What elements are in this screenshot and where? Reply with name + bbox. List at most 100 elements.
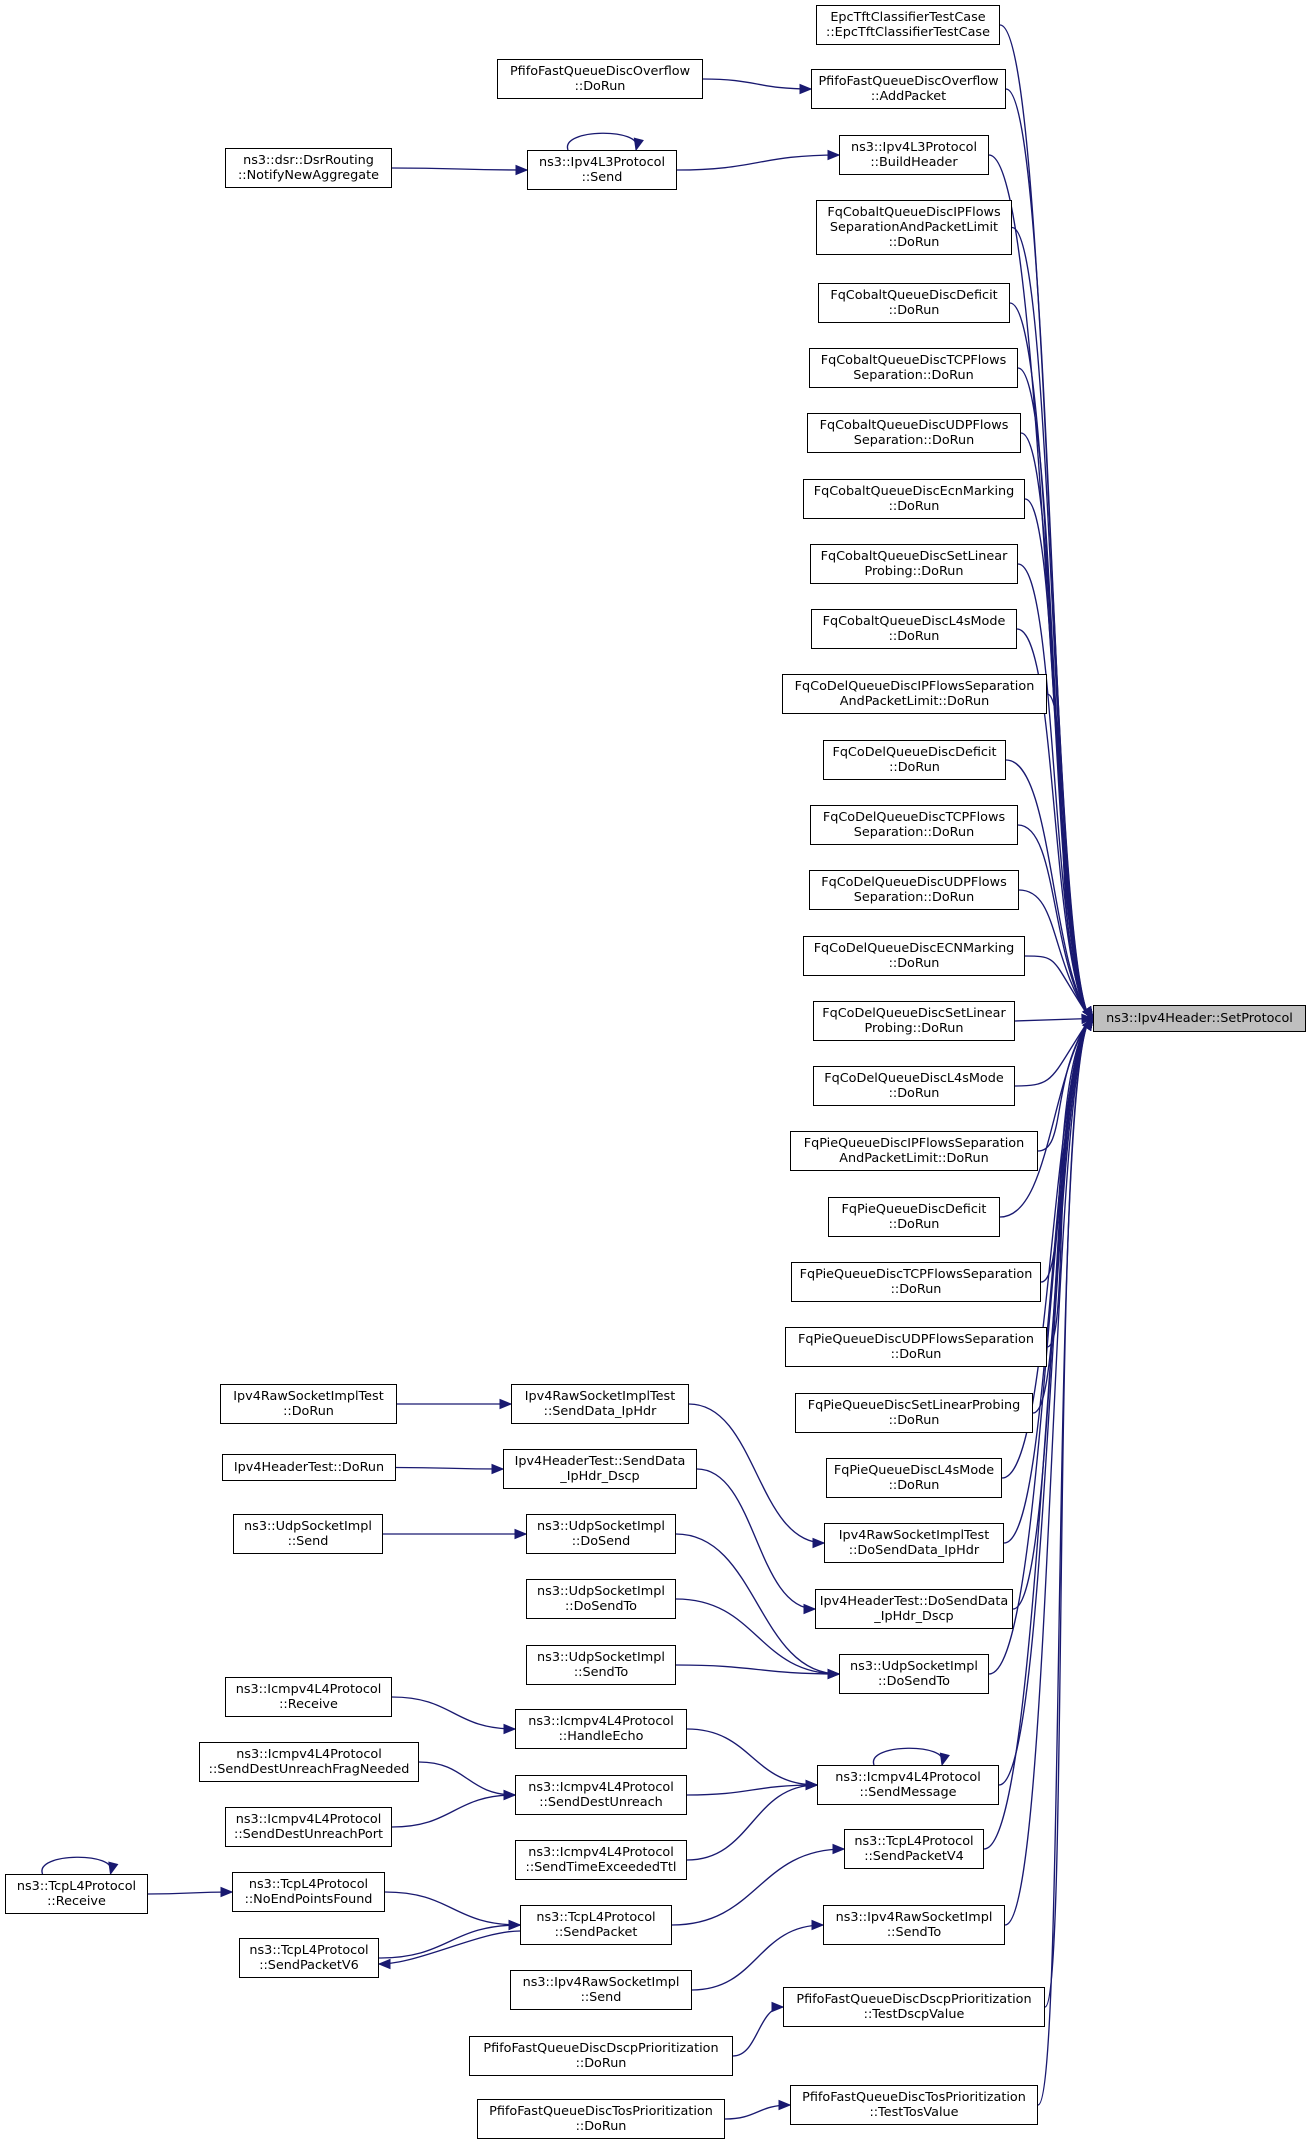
node-label-line: ns3::TcpL4Protocol — [536, 1910, 656, 1925]
node-label-line: ::EpcTftClassifierTestCase — [826, 25, 990, 40]
node-dsr-notify[interactable]: ns3::dsr::DsrRouting::NotifyNewAggregate — [225, 148, 392, 188]
call-edge — [1003, 1018, 1091, 1544]
node-fqpie-udp[interactable]: FqPieQueueDiscUDPFlowsSeparation::DoRun — [785, 1327, 1047, 1367]
edge-arrowhead — [499, 1398, 513, 1410]
node-udp-dosendto[interactable]: ns3::UdpSocketImpl::DoSendTo — [839, 1654, 989, 1694]
node-label-line: ns3::UdpSocketImpl — [537, 1519, 665, 1534]
node-fqcobalt-l4s[interactable]: FqCobaltQueueDiscL4sMode::DoRun — [811, 609, 1017, 649]
node-icmp-unreachport[interactable]: ns3::Icmpv4L4Protocol::SendDestUnreachPo… — [225, 1807, 392, 1847]
node-label-line: PfifoFastQueueDiscOverflow — [818, 74, 999, 89]
call-edge — [41, 1856, 112, 1875]
node-label-line: ::SendMessage — [859, 1785, 957, 1800]
node-label-line: FqPieQueueDiscUDPFlowsSeparation — [798, 1332, 1034, 1347]
node-rawtest-senddata[interactable]: Ipv4RawSocketImplTest::SendData_IpHdr — [511, 1384, 689, 1424]
node-pfifo-dscp-dorun[interactable]: PfifoFastQueueDiscDscpPrioritization::Do… — [469, 2036, 733, 2076]
node-fqcodel-l4s[interactable]: FqCoDelQueueDiscL4sMode::DoRun — [813, 1066, 1015, 1106]
node-label-line: ns3::Ipv4L3Protocol — [539, 155, 665, 170]
node-udp-sendto[interactable]: ns3::UdpSocketImpl::SendTo — [526, 1645, 676, 1685]
node-label-line: ::DoRun — [888, 235, 940, 250]
node-label-line: ns3::Ipv4Header::SetProtocol — [1106, 1011, 1293, 1026]
node-label-line: ::DoRun — [888, 499, 940, 514]
node-icmp-timeexceeded[interactable]: ns3::Icmpv4L4Protocol::SendTimeExceededT… — [515, 1840, 687, 1880]
node-rawtest-dorun[interactable]: Ipv4RawSocketImplTest::DoRun — [220, 1384, 397, 1424]
node-fqpie-deficit[interactable]: FqPieQueueDiscDeficit::DoRun — [828, 1197, 1000, 1237]
node-label-line: ::SendPacketV6 — [259, 1958, 359, 1973]
node-label-line: ::DoSend — [571, 1534, 631, 1549]
node-label-line: ::Send — [581, 170, 623, 185]
node-icmp-destunreach[interactable]: ns3::Icmpv4L4Protocol::SendDestUnreach — [515, 1775, 687, 1815]
node-label-line: Ipv4RawSocketImplTest — [524, 1389, 676, 1404]
node-raw-send[interactable]: ns3::Ipv4RawSocketImpl::Send — [510, 1970, 692, 2010]
node-pfifo-overflow-addpacket[interactable]: PfifoFastQueueDiscOverflow::AddPacket — [811, 69, 1006, 109]
node-pfifo-dscp-test[interactable]: PfifoFastQueueDiscDscpPrioritization::Te… — [783, 1987, 1045, 2027]
node-label-line: ns3::Ipv4L3Protocol — [851, 140, 977, 155]
node-label-line: PfifoFastQueueDiscOverflow — [509, 64, 691, 79]
node-rawtest-dosend[interactable]: Ipv4RawSocketImplTest::DoSendData_IpHdr — [824, 1523, 1004, 1563]
call-edge — [983, 1018, 1091, 1850]
node-fqcodel-ecn[interactable]: FqCoDelQueueDiscECNMarking::DoRun — [803, 936, 1025, 976]
node-raw-sendto[interactable]: ns3::Ipv4RawSocketImpl::SendTo — [823, 1905, 1005, 1945]
node-label-line: EpcTftClassifierTestCase — [830, 10, 986, 25]
node-label-line: ::SendData_IpHdr — [543, 1404, 657, 1419]
node-hdrtest-senddata[interactable]: Ipv4HeaderTest::SendData_IpHdr_Dscp — [503, 1449, 697, 1489]
node-ipv4l3-send[interactable]: ns3::Ipv4L3Protocol::Send — [527, 150, 677, 190]
node-label-line: AndPacketLimit::DoRun — [839, 1151, 989, 1166]
node-udp-dosend[interactable]: ns3::UdpSocketImpl::DoSend — [526, 1514, 676, 1554]
node-tcp-receive[interactable]: ns3::TcpL4Protocol::Receive — [5, 1874, 148, 1914]
edge-arrowhead — [1082, 1017, 1094, 1031]
node-pfifo-tos-test[interactable]: PfifoFastQueueDiscTosPrioritization::Tes… — [790, 2085, 1038, 2125]
edge-arrowhead — [491, 1463, 505, 1475]
node-tcp-sendpacketv4[interactable]: ns3::TcpL4Protocol::SendPacketV4 — [844, 1829, 984, 1869]
node-label-line: ::DoRun — [574, 79, 626, 94]
node-label-line: ::SendTo — [573, 1665, 629, 1680]
call-edge — [147, 1891, 233, 1895]
node-udp-dosendto-left[interactable]: ns3::UdpSocketImpl::DoSendTo — [526, 1579, 676, 1619]
call-edge — [696, 1468, 816, 1610]
edge-arrowhead — [220, 1886, 234, 1898]
node-pfifo-overflow-dorun[interactable]: PfifoFastQueueDiscOverflow::DoRun — [497, 59, 703, 99]
node-label-line: ::TestTosValue — [869, 2105, 959, 2120]
node-label-line: ::SendPacketV4 — [864, 1849, 964, 1864]
node-pfifo-tos-dorun[interactable]: PfifoFastQueueDiscTosPrioritization::DoR… — [477, 2099, 725, 2139]
call-edge — [1024, 498, 1091, 1019]
node-label-line: ::DoRun — [890, 1347, 942, 1362]
call-edge — [873, 1747, 943, 1766]
node-fqcobalt-deficit[interactable]: FqCobaltQueueDiscDeficit::DoRun — [818, 283, 1010, 323]
node-icmp-handleecho[interactable]: ns3::Icmpv4L4Protocol::HandleEcho — [515, 1709, 687, 1749]
node-label-line: ns3::TcpL4Protocol — [248, 1877, 369, 1892]
call-edge — [686, 1784, 818, 1796]
node-udp-send[interactable]: ns3::UdpSocketImpl::Send — [233, 1514, 383, 1554]
node-label-line: FqCoDelQueueDiscUDPFlows — [821, 875, 1007, 890]
node-hdrtest-dorun[interactable]: Ipv4HeaderTest::DoRun — [222, 1454, 396, 1481]
node-fqpie-tcp[interactable]: FqPieQueueDiscTCPFlowsSeparation::DoRun — [791, 1262, 1041, 1302]
node-fqpie-l4s[interactable]: FqPieQueueDiscL4sMode::DoRun — [826, 1458, 1002, 1498]
node-tcp-noendpoints[interactable]: ns3::TcpL4Protocol::NoEndPointsFound — [232, 1872, 385, 1912]
node-label-line: ::Receive — [279, 1697, 338, 1712]
node-set-protocol[interactable]: ns3::Ipv4Header::SetProtocol — [1093, 1005, 1306, 1032]
node-tcp-sendpacketv6[interactable]: ns3::TcpL4Protocol::SendPacketV6 — [239, 1938, 379, 1978]
node-tcp-sendpacket[interactable]: ns3::TcpL4Protocol::SendPacket — [520, 1905, 672, 1945]
node-label-line: ns3::TcpL4Protocol — [249, 1943, 369, 1958]
node-label-line: FqPieQueueDiscL4sMode — [833, 1463, 995, 1478]
node-fqpie-linear[interactable]: FqPieQueueDiscSetLinearProbing::DoRun — [795, 1393, 1033, 1433]
node-hdrtest-dosend[interactable]: Ipv4HeaderTest::DoSendData_IpHdr_Dscp — [815, 1589, 1013, 1629]
node-ipv4l3-buildheader[interactable]: ns3::Ipv4L3Protocol::BuildHeader — [839, 135, 989, 175]
node-label-line: ::DoSendTo — [877, 1674, 950, 1689]
node-icmp-receive[interactable]: ns3::Icmpv4L4Protocol::Receive — [225, 1677, 392, 1717]
node-icmp-sendmessage[interactable]: ns3::Icmpv4L4Protocol::SendMessage — [817, 1765, 999, 1805]
node-icmp-fragneeded[interactable]: ns3::Icmpv4L4Protocol::SendDestUnreachFr… — [199, 1742, 419, 1782]
node-fqcodel-deficit[interactable]: FqCoDelQueueDiscDeficit::DoRun — [823, 740, 1006, 780]
node-epc-ctor[interactable]: EpcTftClassifierTestCase::EpcTftClassifi… — [816, 5, 1000, 45]
call-edge — [691, 1924, 824, 1991]
node-fqcobalt-ecn[interactable]: FqCobaltQueueDiscEcnMarking::DoRun — [803, 479, 1025, 519]
call-edge — [686, 1728, 818, 1786]
